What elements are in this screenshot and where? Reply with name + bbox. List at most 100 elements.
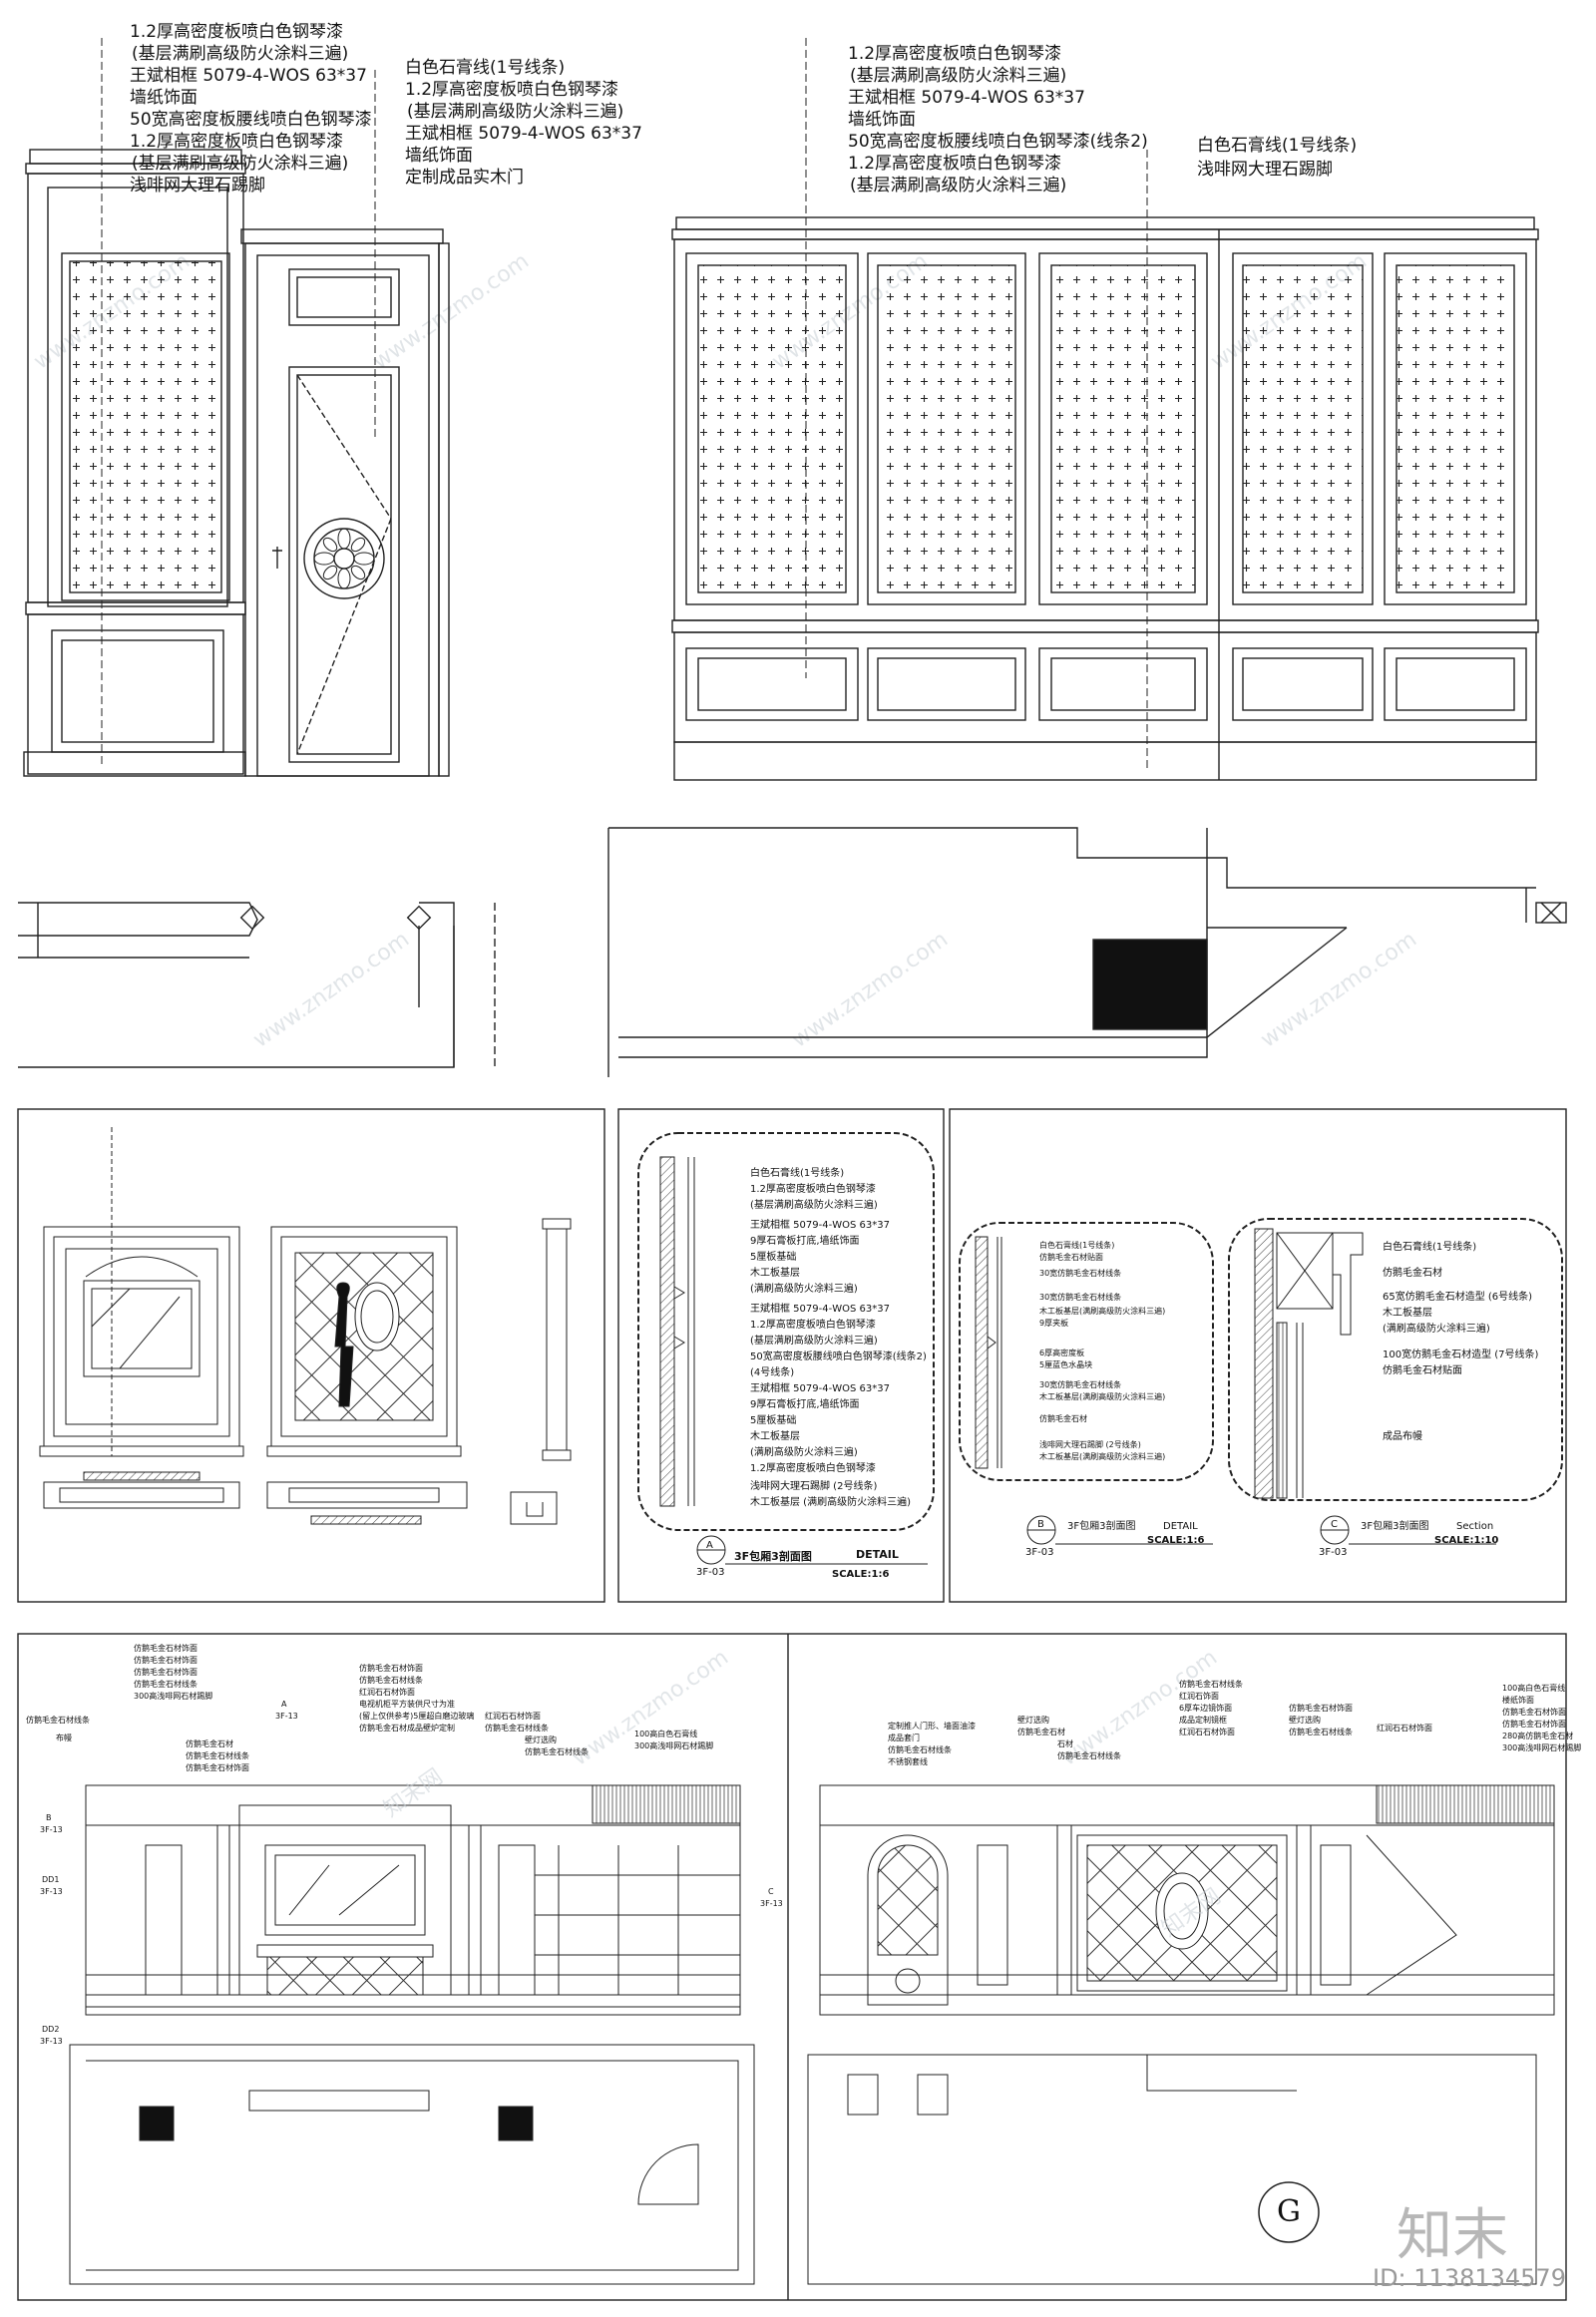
note-br: 6厚车边镜饰面 <box>1179 1704 1233 1713</box>
note-detail-a: 王斌相框 5079-4-WOS 63*37 <box>750 1383 890 1394</box>
note-detail-b: 9厚夹板 <box>1039 1319 1069 1328</box>
section-tag: 3F-13 <box>40 1887 63 1896</box>
section-tag: C <box>768 1887 774 1896</box>
note-detail-c: 成品布幔 <box>1383 1431 1422 1442</box>
note-elev1: 50宽高密度板腰线喷白色钢琴漆 <box>130 110 372 130</box>
mini-elevation-mirror <box>266 1226 468 1525</box>
section-tag: B <box>46 1813 52 1822</box>
note-detail-b: 木工板基层(满刷高级防火涂料三遍) <box>1039 1307 1166 1316</box>
note-bl: (留上仅供参考)5厘超白磨边玻璃 <box>359 1712 475 1721</box>
note-detail-a: 5厘板基础 <box>750 1252 797 1263</box>
note-detail-b: 仿鹅毛金石材 <box>1039 1414 1087 1423</box>
detail-c-tag-letter: C <box>1331 1519 1338 1530</box>
note-detail-b: 仿鹅毛金石材贴面 <box>1039 1253 1103 1262</box>
note-bl: 仿鹅毛金石材饰面 <box>134 1656 198 1665</box>
note-detail-a: 木工板基层 <box>750 1268 800 1279</box>
note-bl: 仿鹅毛金石材饰面 <box>186 1763 249 1772</box>
note-detail-a: 1.2厚高密度板喷白色钢琴漆 <box>750 1320 876 1331</box>
detail-b-title-en: DETAIL <box>1163 1521 1198 1532</box>
detail-a-scale: SCALE:1:6 <box>832 1569 890 1580</box>
note-detail-b: 30宽仿鹅毛金石材线条 <box>1039 1380 1122 1389</box>
note-detail-a: (基层满刷高级防火涂料三遍) <box>750 1200 878 1211</box>
note-elev2: 1.2厚高密度板喷白色钢琴漆 <box>848 44 1062 64</box>
note-detail-b: 木工板基层(满刷高级防火涂料三遍) <box>1039 1452 1166 1461</box>
note-br: 仿鹅毛金石材线条 <box>888 1745 952 1754</box>
note-br: 成品套门 <box>888 1734 920 1742</box>
note-detail-a: 1.2厚高密度板喷白色钢琴漆 <box>750 1463 876 1474</box>
note-detail-a: 50宽高密度板腰线喷白色钢琴漆(线条2) <box>750 1352 927 1362</box>
note-detail-b: 浅啡网大理石踢脚 (2号线条) <box>1039 1440 1141 1449</box>
note-door: 定制成品实木门 <box>405 168 524 188</box>
note-door: 墙纸饰面 <box>405 146 473 166</box>
note-elev2: (基层满刷高级防火涂料三遍) <box>850 66 1067 86</box>
note-detail-b: 白色石膏线(1号线条) <box>1039 1241 1115 1250</box>
plan-label: G <box>1277 2194 1301 2229</box>
detail-a-title-en: DETAIL <box>856 1548 899 1561</box>
note-bl: 红润石石材饰面 <box>359 1688 415 1697</box>
detail-b-scale: SCALE:1:6 <box>1147 1535 1205 1546</box>
note-detail-a: (基层满刷高级防火涂料三遍) <box>750 1336 878 1347</box>
note-br: 壁灯选购 <box>1289 1716 1321 1725</box>
section-tag: DD2 <box>42 2025 60 2034</box>
note-br: 定制推人门形、墙面油漆 <box>888 1722 976 1731</box>
note-door: 1.2厚高密度板喷白色钢琴漆 <box>405 80 619 100</box>
note-br: 壁灯选购 <box>1017 1716 1049 1725</box>
note-detail-a: 白色石膏线(1号线条) <box>750 1168 845 1179</box>
section-tag: 3F-13 <box>275 1712 298 1721</box>
note-br: 280高仿鹅毛金石材 <box>1502 1732 1574 1740</box>
note-door: 王斌相框 5079-4-WOS 63*37 <box>405 124 642 144</box>
note-br: 不锈钢套线 <box>888 1757 928 1766</box>
note-elev1: 浅啡网大理石踢脚 <box>130 176 265 195</box>
note-door: 白色石膏线(1号线条) <box>405 58 566 78</box>
mini-elevation-tv <box>39 1127 244 1509</box>
note-door: (基层满刷高级防火涂料三遍) <box>407 102 624 122</box>
note-elev2: 王斌相框 5079-4-WOS 63*37 <box>848 88 1085 108</box>
note-elev1: 1.2厚高密度板喷白色钢琴漆 <box>130 132 344 152</box>
note-detail-a: (满刷高级防火涂料三遍) <box>750 1284 858 1295</box>
detail-c-tag-code: 3F-03 <box>1319 1547 1348 1558</box>
note-bl: 仿鹅毛金石材成品壁炉定制 <box>359 1724 455 1733</box>
note-detail-c: 65宽仿鹅毛金石材造型 (6号线条) <box>1383 1292 1533 1303</box>
note-br: 仿鹅毛金石材饰面 <box>1502 1720 1566 1729</box>
elevation-1 <box>23 38 450 777</box>
note-br: 楼纸饰面 <box>1502 1696 1534 1705</box>
note-elev2-side: 白色石膏线(1号线条) <box>1197 136 1358 156</box>
note-detail-c: (满刷高级防火涂料三遍) <box>1383 1324 1490 1335</box>
note-detail-c: 仿鹅毛金石材 <box>1383 1268 1442 1279</box>
detail-b-tag-code: 3F-03 <box>1025 1547 1054 1558</box>
note-detail-a: 王斌相框 5079-4-WOS 63*37 <box>750 1304 890 1315</box>
brand-id: ID: 1138134579 <box>1373 2264 1566 2292</box>
note-detail-c: 100宽仿鹅毛金石材造型 (7号线条) <box>1383 1350 1539 1360</box>
note-br: 石材 <box>1057 1739 1073 1748</box>
note-detail-c: 白色石膏线(1号线条) <box>1383 1242 1477 1253</box>
note-elev2: (基层满刷高级防火涂料三遍) <box>850 176 1067 195</box>
detail-b-tag-letter: B <box>1037 1519 1044 1530</box>
note-detail-a: 9厚石膏板打底,墙纸饰面 <box>750 1236 860 1247</box>
elevation-2 <box>671 38 1539 781</box>
section-tag: DD1 <box>42 1875 60 1884</box>
note-br: 仿鹅毛金石材饰面 <box>1289 1704 1353 1713</box>
note-bl: 300高浅啡网石材踢脚 <box>634 1741 714 1750</box>
note-bl: 仿鹅毛金石材饰面 <box>134 1668 198 1677</box>
note-br: 300高浅啡网石材踢脚 <box>1502 1743 1582 1752</box>
detail-c-title-en: Section <box>1456 1521 1494 1532</box>
mini-column <box>510 1218 572 1525</box>
note-bl: 红润石石材饰面 <box>485 1712 541 1721</box>
note-br: 成品定制镜框 <box>1179 1716 1227 1725</box>
section-tag: A <box>281 1700 287 1709</box>
note-elev1: 墙纸饰面 <box>130 88 198 108</box>
note-bl: 布幔 <box>56 1734 72 1742</box>
note-detail-a: 木工板基层 <box>750 1431 800 1442</box>
note-br: 仿鹅毛金石材线条 <box>1289 1728 1353 1737</box>
note-bl: 仿鹅毛金石材线条 <box>359 1676 423 1685</box>
note-detail-a: 1.2厚高密度板喷白色钢琴漆 <box>750 1184 876 1195</box>
note-br: 红润石石材饰面 <box>1377 1724 1432 1733</box>
note-br: 仿鹅毛金石材线条 <box>1179 1680 1243 1689</box>
note-br: 仿鹅毛金石材饰面 <box>1502 1708 1566 1717</box>
note-detail-a: 浅啡网大理石踢脚 (2号线条) <box>750 1481 878 1492</box>
note-elev1: 1.2厚高密度板喷白色钢琴漆 <box>130 22 344 42</box>
note-bl: 仿鹅毛金石材 <box>186 1739 233 1748</box>
note-bl: 电视机柜平方装供尺寸为准 <box>359 1700 455 1709</box>
note-detail-c: 仿鹅毛金石材贴面 <box>1383 1365 1462 1376</box>
